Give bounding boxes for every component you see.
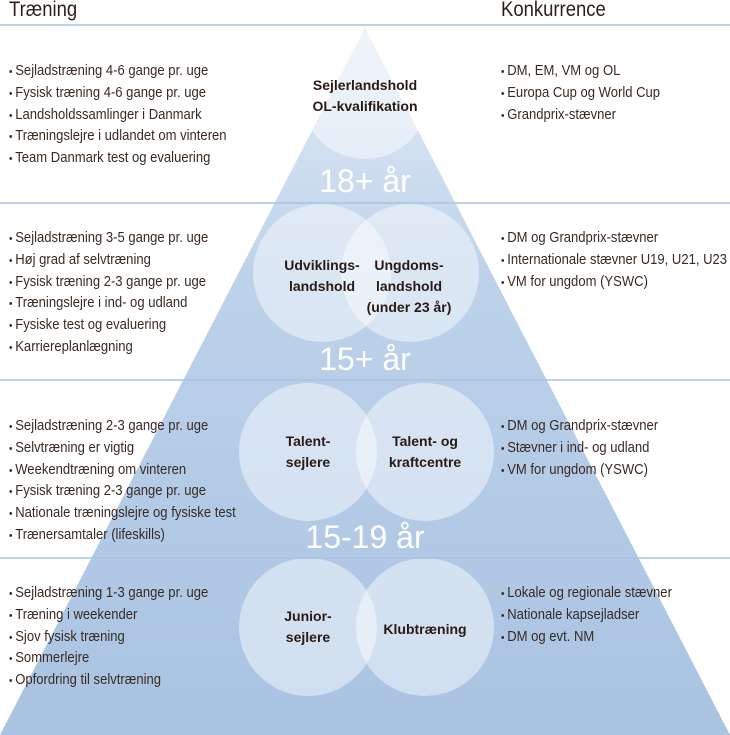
- list-item: DM og evt. NM: [501, 627, 672, 649]
- list-item: Nationale kapsejladser: [501, 605, 672, 627]
- list-item: Træningslejre i udlandet om vinteren: [9, 126, 227, 148]
- age-label-15-19: 15-19 år: [305, 519, 425, 555]
- list-item: DM og Grandprix-stævner: [501, 228, 727, 250]
- list-item: Team Danmark test og evaluering: [9, 148, 227, 170]
- competition-list-4: Lokale og regionale stævner Nationale ka…: [501, 583, 672, 648]
- label-udviklingslandshold: Udviklings-landshold: [284, 257, 360, 294]
- list-item: Træning i weekender: [9, 605, 208, 627]
- list-item: Sommerlejre: [9, 648, 208, 670]
- label-juniorsejlere: Junior-sejlere: [284, 608, 332, 645]
- competition-list-3: DM og Grandprix-stævner Stævner i ind- o…: [501, 416, 658, 481]
- label-klubtraening: Klubtræning: [383, 621, 467, 637]
- circle-talentcentre: [356, 383, 494, 521]
- list-item: Fysisk træning 2-3 gange pr. uge: [9, 481, 236, 503]
- list-item: Landsholdssamlinger i Danmark: [9, 105, 227, 127]
- training-list-2: Sejladstræning 3-5 gange pr. uge Høj gra…: [9, 228, 208, 359]
- list-item: Fysiske test og evaluering: [9, 315, 208, 337]
- list-item: DM og Grandprix-stævner: [501, 416, 658, 438]
- list-item: Grandprix-stævner: [501, 105, 660, 127]
- circle-udviklingslandshold: [253, 204, 391, 342]
- list-item: VM for ungdom (YSWC): [501, 460, 658, 482]
- list-item: DM, EM, VM og OL: [501, 61, 660, 83]
- competition-list-1: DM, EM, VM og OL Europa Cup og World Cup…: [501, 61, 660, 126]
- age-label-15plus: 15+ år: [319, 341, 411, 377]
- list-item: Trænersamtaler (lifeskills): [9, 525, 236, 547]
- list-item: Opfordring til selvtræning: [9, 670, 208, 692]
- training-list-1: Sejladstræning 4-6 gange pr. uge Fysisk …: [9, 61, 227, 170]
- list-item: Sejladstræning 2-3 gange pr. uge: [9, 416, 236, 438]
- training-list-4: Sejladstræning 1-3 gange pr. uge Træning…: [9, 583, 208, 692]
- label-ungdomslandshold: Ungdoms-landshold(under 23 år): [366, 257, 452, 315]
- list-item: Høj grad af selvtræning: [9, 250, 208, 272]
- age-label-18plus: 18+ år: [319, 163, 411, 199]
- list-item: Stævner i ind- og udland: [501, 438, 658, 460]
- list-item: Karriereplanlægning: [9, 337, 208, 359]
- list-item: Internationale stævner U19, U21, U23: [501, 250, 727, 272]
- circle-juniorsejlere: [239, 558, 377, 696]
- competition-list-2: DM og Grandprix-stævner Internationale s…: [501, 228, 727, 293]
- list-item: Europa Cup og World Cup: [501, 83, 660, 105]
- list-item: Træningslejre i ind- og udland: [9, 293, 208, 315]
- list-item: VM for ungdom (YSWC): [501, 272, 727, 294]
- list-item: Lokale og regionale stævner: [501, 583, 672, 605]
- list-item: Fysisk træning 2-3 gange pr. uge: [9, 272, 208, 294]
- circle-klubtraening: [356, 558, 494, 696]
- circle-sejlerlandshold: [301, 31, 429, 159]
- circle-talentsejlere: [239, 383, 377, 521]
- header-training: Træning: [9, 0, 78, 21]
- list-item: Sjov fysisk træning: [9, 627, 208, 649]
- list-item: Sejladstræning 3-5 gange pr. uge: [9, 228, 208, 250]
- list-item: Weekendtræning om vinteren: [9, 460, 236, 482]
- list-item: Sejladstræning 4-6 gange pr. uge: [9, 61, 227, 83]
- list-item: Nationale træningslejre og fysiske test: [9, 503, 236, 525]
- header-competition: Konkurrence: [501, 0, 606, 21]
- circle-ungdomslandshold: [341, 204, 479, 342]
- list-item: Fysisk træning 4-6 gange pr. uge: [9, 83, 227, 105]
- list-item: Selvtræning er vigtig: [9, 438, 236, 460]
- training-list-3: Sejladstræning 2-3 gange pr. uge Selvtræ…: [9, 416, 236, 547]
- label-talentsejlere: Talent-sejlere: [285, 433, 331, 470]
- list-item: Sejladstræning 1-3 gange pr. uge: [9, 583, 208, 605]
